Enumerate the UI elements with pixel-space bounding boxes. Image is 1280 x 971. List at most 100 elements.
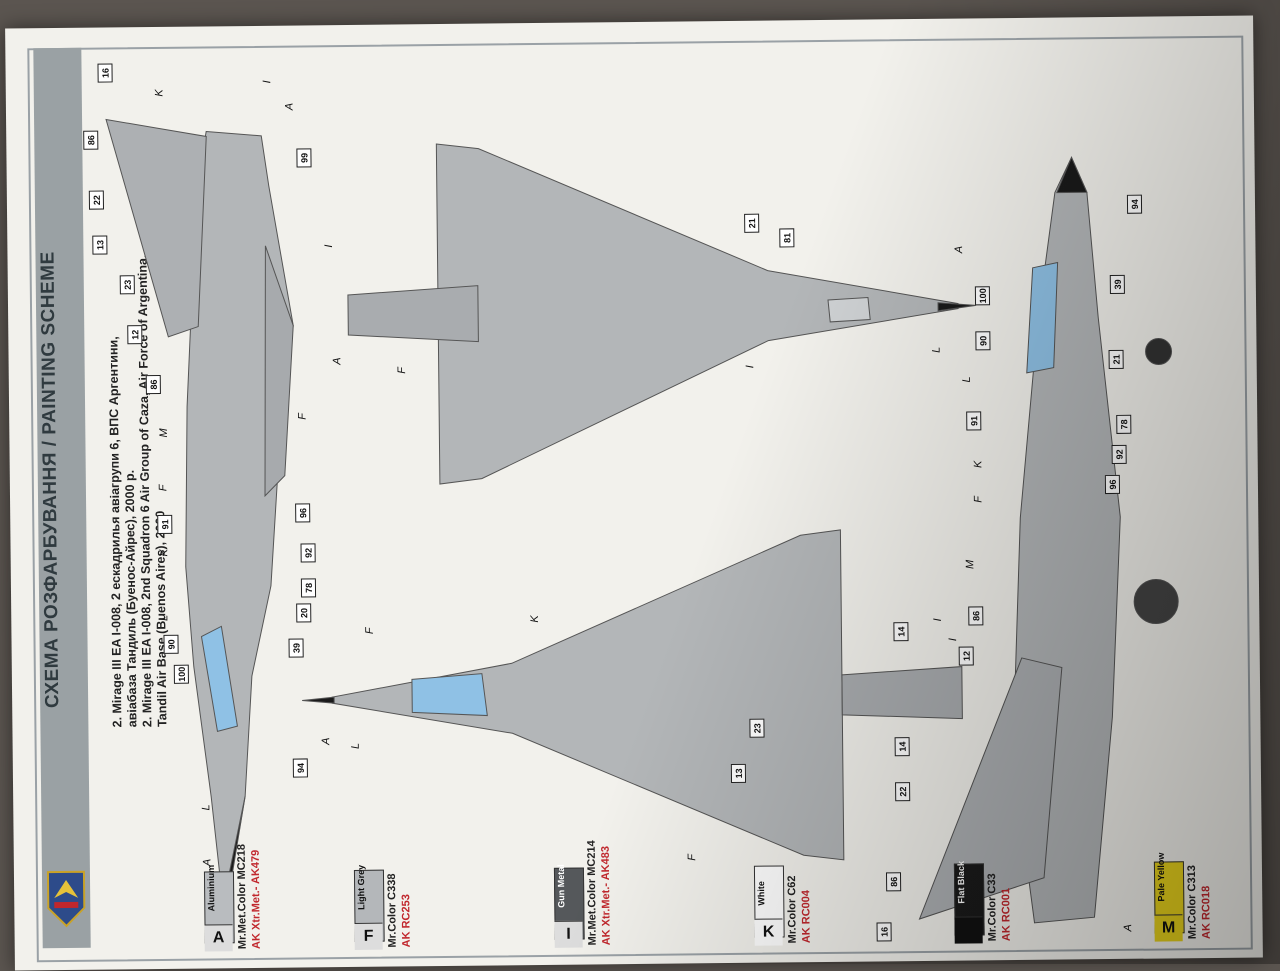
ak-color-code: AK RC018 [1200,885,1213,940]
paint-ref-label: F [363,627,376,635]
decal-callout-left: 90 [163,634,179,654]
paint-ref-label: A [201,858,214,867]
decal-callout-right: 92 [1111,444,1127,464]
paint-ref-label: L [200,804,213,811]
decal-callout-mid: 23 [749,718,765,738]
decal-callout-mid: 22 [895,782,911,802]
paint-ref-label: A [320,737,333,745]
swatch-letter: K [754,918,783,946]
decal-callout-mid: 81 [779,228,795,248]
decal-callout-left: 78 [300,578,317,598]
paint-ref-label: A [283,102,296,111]
paint-ref-label: F [396,366,409,374]
decal-callout-right: 96 [1104,474,1121,495]
paint-ref-label: L [349,742,362,750]
plan-view-bottom [302,529,963,861]
decal-callout-left: 91 [157,514,173,534]
paint-ref-label: I [261,80,274,84]
decal-callout-left: 86 [83,130,99,150]
paint-ref-label: I [947,638,960,642]
paint-ref-label: I [931,618,944,622]
paint-ref-label: I [744,365,757,369]
decal-callout-right: 100 [974,286,991,306]
mr-color-code: Mr.Met.Color MC218 [235,843,249,950]
decal-callout-left: 100 [173,664,189,684]
decal-callout-left: 99 [296,148,312,168]
decal-callout-right: 90 [975,331,991,351]
paint-ref-label: A [1122,924,1135,932]
decal-callout-mid: 14 [894,737,910,757]
decal-callout-left: 23 [119,275,135,295]
aircraft-drawings [105,118,1179,924]
decal-callout-right: 86 [968,606,984,626]
swatch-name: Pale Yellow [1155,852,1167,902]
swatch-name: Gun Metal [555,864,567,908]
decal-callout-right: 78 [1116,414,1132,434]
plan-view-top [347,143,977,485]
paint-ref-label: L [930,346,943,353]
paint-ref-label: F [686,853,699,861]
paint-ref-label: L [960,376,973,383]
swatch-letter: A [204,924,233,952]
instruction-sheet: СХЕМА РОЗФАРБУВАННЯ / PAINTING SCHEME 2.… [5,15,1263,971]
decal-callout-left: 16 [97,63,113,83]
decal-callout-left: 86 [145,374,161,395]
mr-color-code: Mr.Met.Color MC214 [585,840,599,946]
decal-callout-left: 39 [288,638,304,658]
paint-ref-label: F [157,484,170,492]
paint-ref-label: K [528,615,542,623]
swatch-name: White [756,881,767,906]
paint-ref-label: F [972,495,985,503]
paint-ref-label: K [153,89,166,97]
paint-ref-label: F [296,413,309,420]
decal-callout-mid: 86 [885,872,902,892]
decal-callout-left: 13 [92,235,108,255]
decal-callout-right: 94 [1126,194,1143,214]
swatch-letter: L [954,916,983,944]
ak-color-code: AK RC001 [1000,887,1013,942]
decal-callout-left: 20 [296,603,312,623]
paint-ref-label: K [972,460,985,469]
paint-ref-label: M [157,428,170,438]
swatch-letter: F [354,922,383,950]
decal-callout-mid: 21 [744,213,760,233]
decal-callout-left: 12 [127,325,143,345]
decal-callout-mid: 14 [893,622,909,642]
decal-callout-left: 96 [295,503,311,523]
paint-ref-label: K [158,549,171,557]
ak-color-code: AK Xtr.Met.- AK479 [249,849,263,950]
swatch-name: Flat Black [955,861,967,904]
mr-color-code: Mr.Color C313 [1185,865,1199,940]
decal-callout-right: 12 [958,646,974,666]
ak-color-code: AK RC004 [800,889,813,944]
ak-color-code: AK Xtr.Met.- AK483 [599,846,613,946]
side-view-right [918,156,1179,924]
swatch-name: Aluminium [205,864,217,912]
decal-callout-left: 22 [88,190,105,210]
mr-color-code: Mr.Color C338 [385,873,399,948]
paint-ref-label: A [953,245,966,254]
paint-ref-label: I [322,244,335,248]
mr-color-code: Mr.Color C33 [986,873,999,942]
decal-callout-mid: 16 [876,922,892,942]
ak-color-code: AK RC253 [400,894,413,948]
paint-ref-label: L [158,614,171,622]
paint-ref-label: A [331,357,344,365]
brand-emblem-icon [46,870,86,928]
swatch-name: Light Grey [355,864,367,910]
swatch-letter: I [554,920,583,948]
decal-callout-mid: 13 [730,763,747,783]
paint-ref-label: M [964,559,977,570]
decal-callout-right: 91 [966,411,982,431]
mr-color-code: Mr.Color C62 [786,875,799,944]
swatch-letter: M [1154,914,1183,942]
side-view-left [105,118,294,922]
decal-callout-right: 39 [1109,274,1125,295]
decal-callout-left: 94 [292,758,308,778]
decal-callout-right: 21 [1108,349,1124,370]
